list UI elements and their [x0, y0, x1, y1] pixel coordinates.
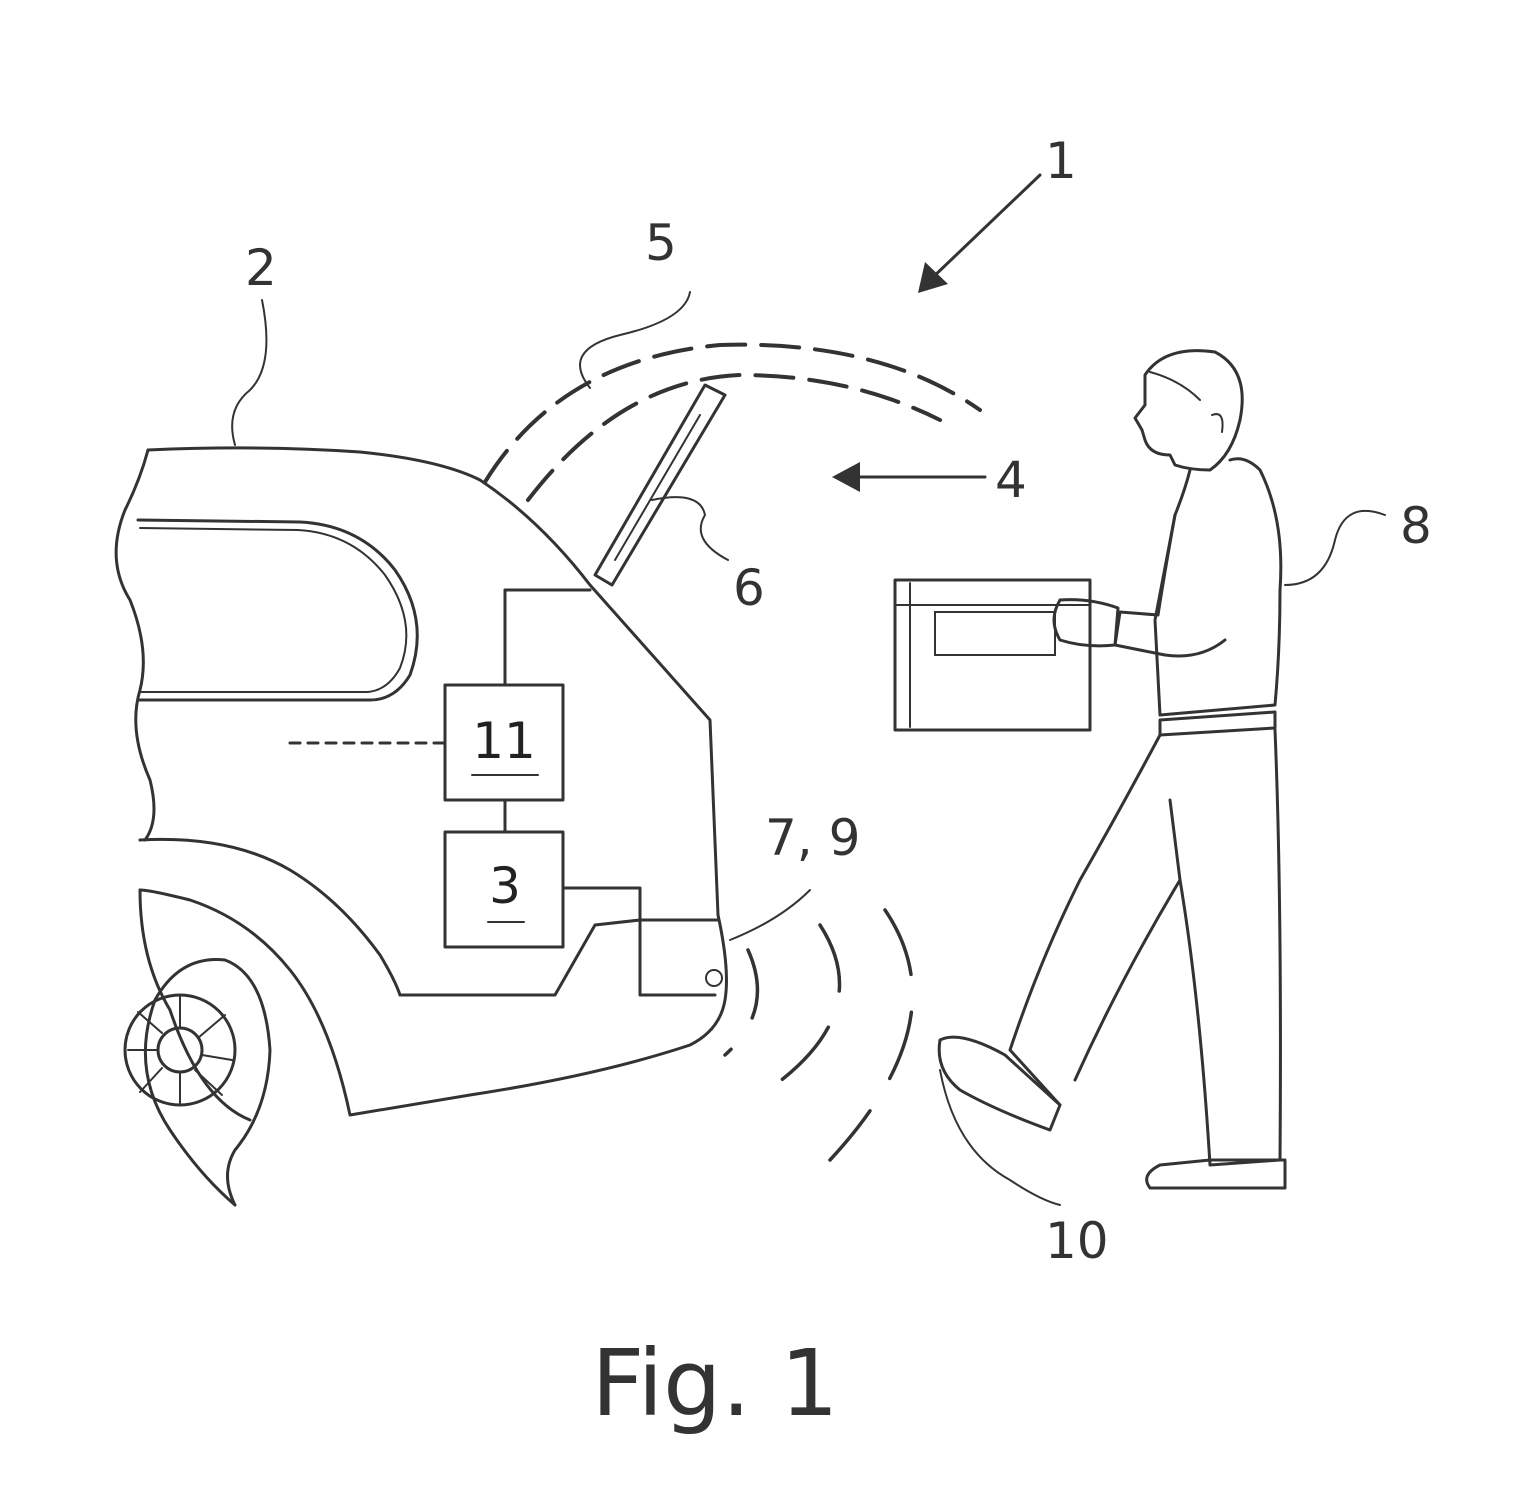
sensor-waves — [705, 908, 915, 1162]
ref-5: 5 — [645, 214, 677, 272]
leader-lines — [231, 173, 1386, 1206]
vehicle-body — [114, 446, 728, 1207]
reference-numerals: 1 2 5 4 6 8 7, 9 10 — [245, 132, 1432, 1270]
figure-caption: Fig. 1 — [591, 1330, 838, 1437]
ref-10: 10 — [1045, 1212, 1109, 1270]
arrow-4-head — [832, 462, 860, 492]
drive-strut — [593, 383, 727, 587]
ref-6: 6 — [733, 559, 765, 617]
ref-1: 1 — [1045, 132, 1077, 190]
control-unit-3: 3 — [443, 830, 565, 949]
ref-8: 8 — [1400, 497, 1432, 555]
ref-7-9: 7, 9 — [765, 809, 860, 867]
box-11-label: 11 — [472, 712, 536, 770]
box-3-label: 3 — [489, 857, 521, 915]
ref-2: 2 — [245, 239, 277, 297]
user-figure — [937, 349, 1287, 1190]
control-box-11: 11 — [443, 683, 565, 802]
tailgate-open — [483, 342, 982, 502]
wiring — [288, 588, 642, 922]
ref-4: 4 — [995, 451, 1027, 509]
carried-box — [893, 578, 1092, 732]
arrow-1-head — [918, 262, 948, 293]
